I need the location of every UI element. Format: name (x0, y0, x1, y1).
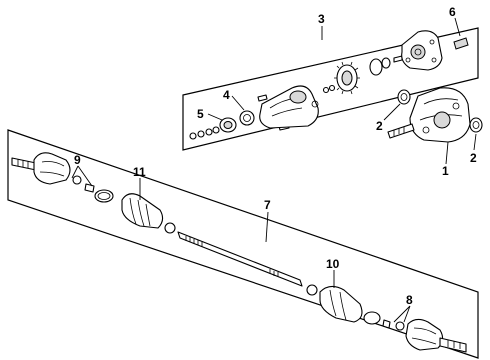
axle-group-outline (7, 129, 479, 359)
callout-5: 5 (197, 107, 204, 121)
callout-3: 3 (318, 12, 325, 26)
callout-2-right: 2 (470, 151, 477, 165)
callout-4: 4 (223, 88, 230, 102)
callout-6: 6 (449, 5, 456, 19)
bearing-part (219, 117, 237, 133)
callout-9: 9 (74, 153, 81, 167)
callout-1: 1 (442, 164, 449, 178)
differential-group-outline (182, 27, 479, 151)
inner-boot (319, 285, 363, 323)
callout-8: 8 (406, 293, 413, 307)
differential-parts (189, 30, 469, 140)
callouts: 3 6 4 5 2 2 1 7 9 11 10 8 (74, 5, 477, 307)
seal-part (239, 110, 255, 126)
callout-2-left: 2 (376, 119, 383, 133)
outer-boot (121, 193, 164, 229)
shim-part (453, 37, 469, 50)
callout-11: 11 (133, 165, 146, 179)
callout-7: 7 (264, 198, 271, 212)
callout-10: 10 (326, 257, 340, 271)
cover-assembly (401, 30, 443, 71)
washer-set (189, 126, 220, 140)
leader-lines (71, 17, 477, 323)
axle-parts (11, 152, 467, 353)
differential-unit (387, 87, 483, 143)
ring-gear (334, 61, 360, 95)
differential-case (259, 85, 319, 129)
